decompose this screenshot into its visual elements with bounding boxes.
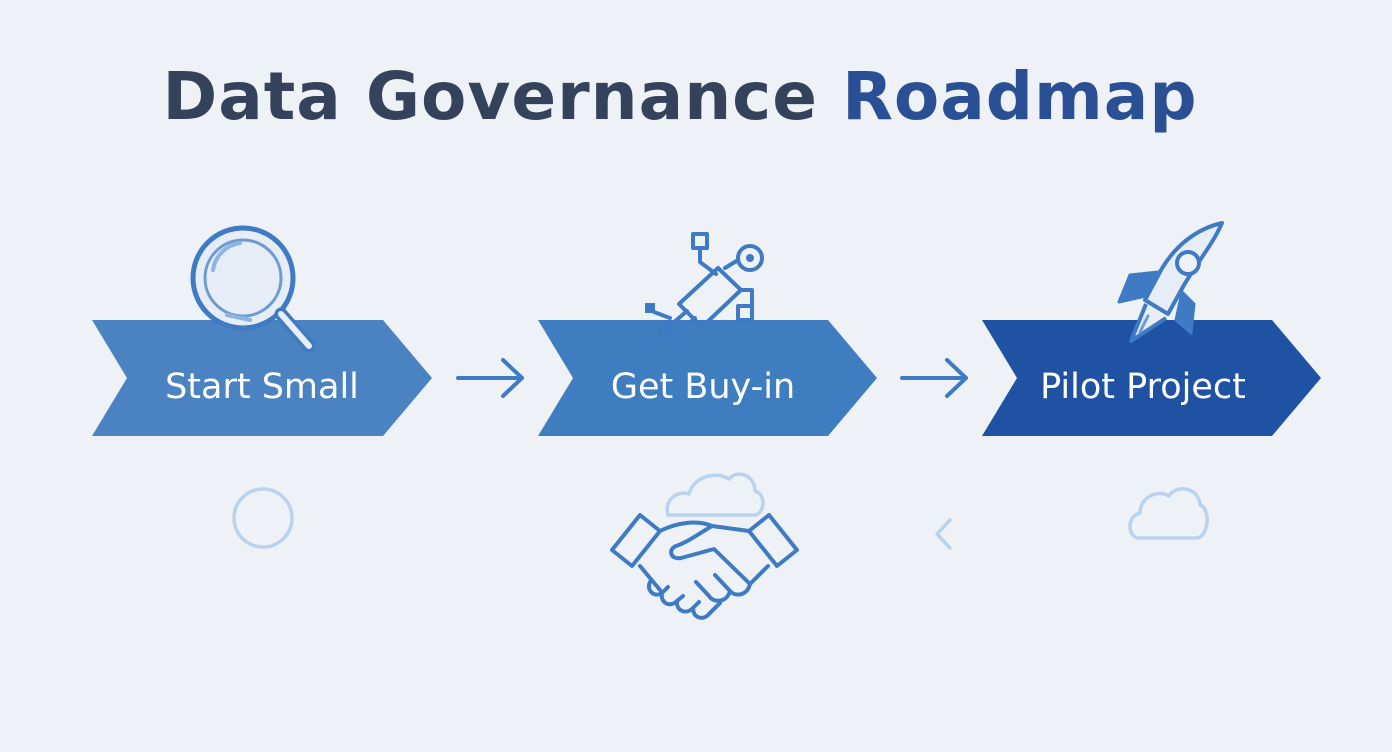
- cloud-decor-icon: [665, 472, 765, 517]
- step-start-small[interactable]: Start Small: [92, 320, 432, 436]
- step-label: Get Buy-in: [611, 367, 795, 407]
- magnifier-icon: [190, 225, 316, 353]
- chevron-shape: [538, 320, 877, 436]
- title-part-accent: Roadmap: [842, 58, 1198, 135]
- arrow-right-icon: [900, 358, 968, 398]
- step-label: Start Small: [165, 367, 359, 407]
- chevron-shape: [92, 320, 432, 436]
- page-title: Data Governance Roadmap: [0, 58, 1360, 135]
- network-plug-icon: [645, 232, 764, 347]
- arrow-right-icon: [456, 358, 524, 398]
- circle-decor-icon: [232, 487, 294, 549]
- rocket-icon: [1117, 221, 1224, 343]
- step-get-buy-in[interactable]: Get Buy-in: [538, 320, 877, 436]
- handshake-icon: [610, 513, 799, 620]
- step-label: Pilot Project: [1040, 367, 1246, 407]
- step-pilot-project[interactable]: Pilot Project: [982, 320, 1321, 436]
- chevron-left-icon: [935, 518, 952, 550]
- title-part-dark: Data Governance: [162, 58, 819, 135]
- chevron-shape: [982, 320, 1321, 436]
- cloud-decor-icon: [1128, 487, 1209, 540]
